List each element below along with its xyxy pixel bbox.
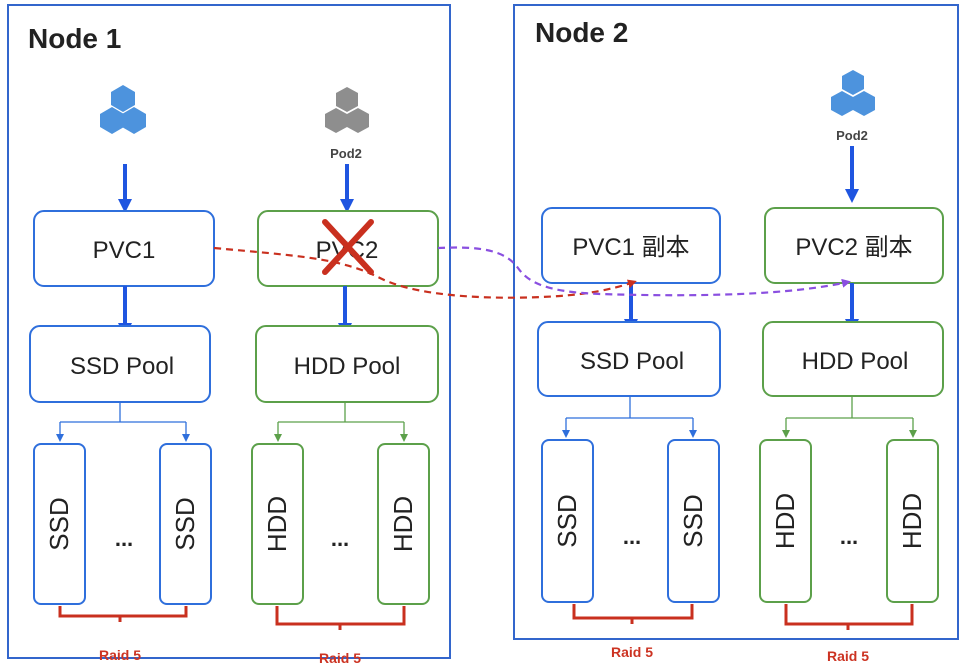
ssd-disk-1-label: SSD xyxy=(44,497,74,550)
ssd-disk-1 xyxy=(33,443,86,605)
ssd-disk-1-label-node2: SSD xyxy=(552,494,582,547)
raid-brace-hdd-node2 xyxy=(784,604,914,630)
ssd-disk-2-node2 xyxy=(667,439,720,603)
pod-icon xyxy=(100,85,146,134)
hdd-disk-1-label: HDD xyxy=(262,496,292,552)
raid-label-hdd: Raid 5 xyxy=(319,650,361,666)
hdd-disk-1-label-node2: HDD xyxy=(770,493,800,549)
node-2-frame xyxy=(513,4,959,640)
hdd-disk-2 xyxy=(377,443,430,605)
ssd-ellipsis: ... xyxy=(115,526,133,551)
node-2: Node 2 Pod2 PVC1 副本 PVC2 副本 SSD Pool HDD… xyxy=(513,4,959,664)
hdd-pool-label: HDD Pool xyxy=(294,353,401,380)
hdd-disk-2-node2 xyxy=(886,439,939,603)
pod2-label-node2: Pod2 xyxy=(836,128,868,143)
raid-label-ssd-node2: Raid 5 xyxy=(611,644,653,660)
hdd-disk-2-label: HDD xyxy=(388,496,418,552)
hdd-fanout xyxy=(274,402,408,442)
ssd-disk-2-label-node2: SSD xyxy=(678,494,708,547)
node-2-title: Node 2 xyxy=(535,17,628,48)
hdd-disk-1-node2 xyxy=(759,439,812,603)
hdd-pool-label-node2: HDD Pool xyxy=(802,348,909,375)
pvc1-label: PVC1 xyxy=(93,237,156,264)
pvc1-replica-label: PVC1 副本 xyxy=(572,234,689,261)
hdd-ellipsis: ... xyxy=(331,526,349,551)
ssd-disk-2-label: SSD xyxy=(170,497,200,550)
ssd-fanout xyxy=(56,402,190,442)
hdd-ellipsis-node2: ... xyxy=(840,524,858,549)
pod-icon-blue xyxy=(831,70,875,116)
pod2-label-node1: Pod2 xyxy=(330,146,362,161)
pod-icon-gray xyxy=(325,87,369,133)
ssd-pool-box-node2 xyxy=(537,321,721,397)
node-1-title: Node 1 xyxy=(28,23,121,54)
ssd-pool-label: SSD Pool xyxy=(70,353,174,380)
node-1-frame xyxy=(7,4,451,659)
raid-brace-ssd xyxy=(58,606,188,622)
ssd-disk-1-node2 xyxy=(541,439,594,603)
raid-brace-hdd xyxy=(275,606,406,630)
raid-label-hdd-node2: Raid 5 xyxy=(827,648,869,664)
hdd-fanout-node2 xyxy=(782,396,917,438)
ssd-disk-2 xyxy=(159,443,212,605)
ssd-pool-label-node2: SSD Pool xyxy=(580,348,684,375)
node-1: Node 1 Pod2 PVC1 PVC2 xyxy=(7,4,451,666)
pvc2-replica-label: PVC2 副本 xyxy=(795,234,912,261)
ssd-ellipsis-node2: ... xyxy=(623,524,641,549)
hdd-disk-2-label-node2: HDD xyxy=(897,493,927,549)
hdd-pool-box-node2 xyxy=(762,321,944,397)
x-icon xyxy=(322,219,374,275)
hdd-disk-1 xyxy=(251,443,304,605)
replication-link-pvc2 xyxy=(437,246,851,297)
ssd-fanout-node2 xyxy=(562,396,697,438)
replication-link-pvc1 xyxy=(213,246,637,299)
raid-brace-ssd-node2 xyxy=(572,604,694,624)
hdd-pool-box xyxy=(255,325,439,403)
raid-label-ssd: Raid 5 xyxy=(99,647,141,663)
